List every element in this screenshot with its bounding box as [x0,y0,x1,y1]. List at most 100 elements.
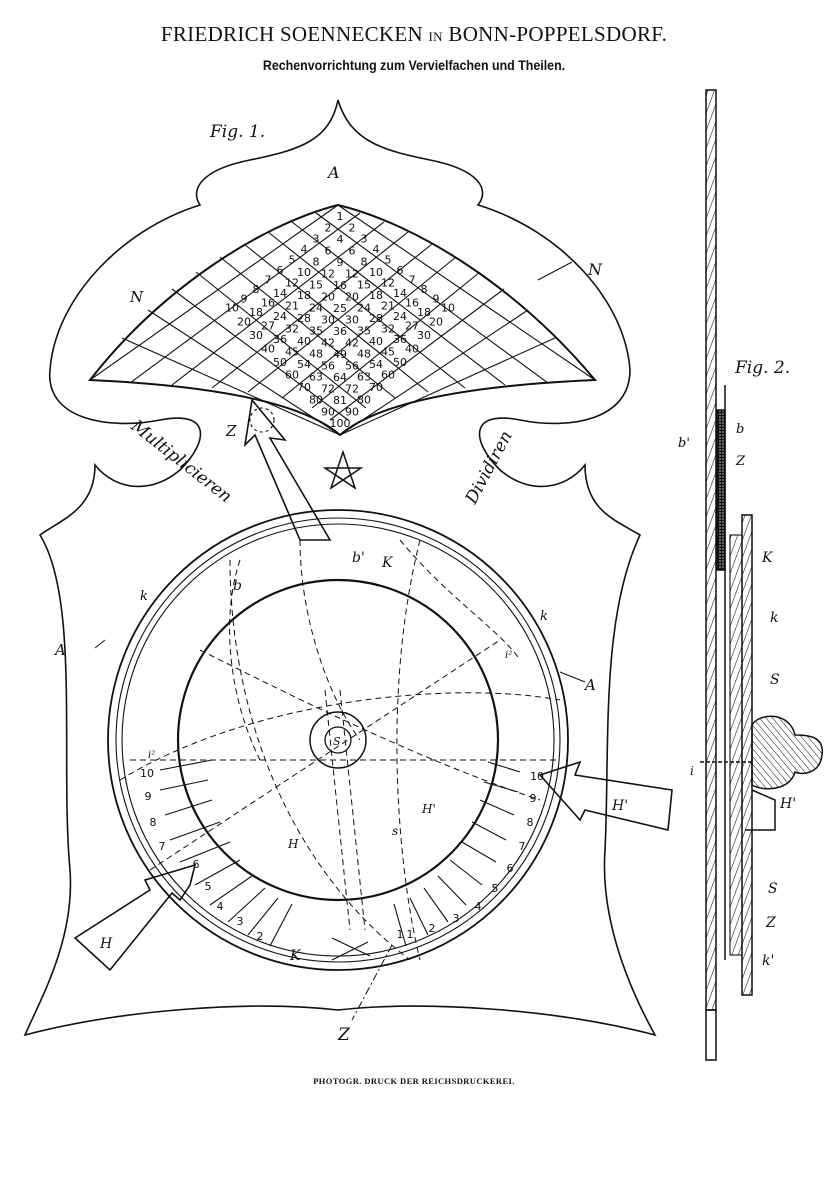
label-N-left: N [129,288,144,306]
grid-cell: 18 [369,289,383,302]
dial-right-number: 9 [530,792,537,805]
grid-cell: 27 [405,320,419,333]
grid-cell: 50 [393,356,407,369]
grid-cell: 8 [421,283,428,296]
label-hub-S: S [333,735,341,748]
label-K-bottom: K [289,948,302,964]
grid-cell: 72 [345,382,359,395]
grid-cell: 30 [249,329,263,342]
grid-cell: 63 [357,370,371,383]
fig2-label-Z2: Z [765,915,776,931]
grid-cell: 18 [417,306,431,319]
knob-handle [751,715,823,790]
dial-left-number: 7 [159,840,166,853]
grid-cell: 16 [405,297,419,310]
grid-cell: 80 [309,393,323,406]
dial-right-number: 5 [492,882,499,895]
grid-cell: 10 [369,266,383,279]
grid-cell: 45 [381,346,395,359]
grid-cell: 35 [357,324,371,337]
grid-cell: 32 [285,323,299,336]
grid-cell: 4 [301,243,308,256]
label-A-top: A [326,163,340,182]
grid-cell: 8 [361,255,368,268]
grid-cell: 54 [369,358,383,371]
grid-cell: 27 [261,320,275,333]
grid-cell: 3 [361,232,368,245]
grid-cell: 12 [321,267,335,280]
grid-cell: 56 [345,359,359,372]
dial-hub [309,711,367,769]
label-b: b [233,578,242,594]
label-K-top: K [381,555,394,571]
label-H: H [99,936,113,952]
grid-cell: 28 [369,312,383,325]
grid-cell: 9 [241,292,248,305]
grid-cell: 24 [273,310,287,323]
fig2-label-k: k [770,610,778,626]
grid-cell: 70 [297,381,311,394]
grid-cell: 21 [381,300,395,313]
label-i2-left: i² [148,750,155,761]
dial-left-number: 2 [257,930,264,943]
dial-right-number: 10 [530,770,544,783]
grid-cell: 72 [321,382,335,395]
grid-cell: 90 [321,405,335,418]
title-location: BONN-POPPELSDORF. [448,22,668,46]
grid-cell: 49 [333,348,347,361]
grid-cell: 15 [309,278,323,291]
dial-left-number: 5 [205,880,212,893]
grid-cell: 12 [345,267,359,280]
grid-lines [89,204,596,436]
grid-cell: 14 [393,287,407,300]
grid-cell: 40 [369,335,383,348]
label-A-right: A [583,676,596,694]
label-H-prime-inner: H' [421,802,436,816]
label-k-right: k [540,609,548,624]
grid-cell: 8 [253,283,260,296]
grid-cell: 30 [321,313,335,326]
dial-left-number: 6 [193,858,200,871]
grid-cell: 10 [225,301,239,314]
fig1-label: Fig. 1. [209,122,265,142]
label-Z-top: Z [225,422,237,440]
grid-cell: 90 [345,405,359,418]
dial-left-number: 9 [145,790,152,803]
grid-cell: 81 [333,394,347,407]
dial-left-number: 8 [150,816,157,829]
dial-right-number: 7 [519,840,526,853]
grid-cell: 25 [333,302,347,315]
grid-cell: 18 [249,306,263,319]
fig2-label-S2: S [768,881,778,897]
dial-inner-disc [176,578,500,902]
grid-cell: 36 [393,333,407,346]
pointer-Z [243,398,332,541]
grid-cell: 45 [285,346,299,359]
dial-left-number: 10 [140,767,154,780]
grid-cell: 2 [325,221,332,234]
grid-cell: 63 [309,370,323,383]
star-ornament [322,449,364,490]
fig2-label: Fig. 2. [734,358,790,378]
title-in: IN [428,29,443,44]
title-name: FRIEDRICH SOENNECKEN [160,22,423,46]
grid-cell: 48 [309,347,323,360]
grid-cell: 24 [309,301,323,314]
label-Z-bottom: Z [337,1025,351,1045]
grid-cell: 36 [273,333,287,346]
grid-cell: 12 [381,277,395,290]
grid-cell: 80 [357,393,371,406]
grid-cell: 30 [345,313,359,326]
grid-cell: 6 [349,244,356,257]
grid-cell: 60 [381,369,395,382]
grid-cell: 9 [433,292,440,305]
dial-outer-ring [107,509,569,971]
disc-K [741,514,753,996]
grid-cell: 21 [285,300,299,313]
grid-cell: 6 [325,244,332,257]
grid-cell: 50 [273,356,287,369]
label-multiplicieren: Multiplicieren [126,416,235,507]
fig2-label-Z: Z [735,454,746,469]
grid-cell: 3 [313,232,320,245]
label-k-left: k [140,589,148,604]
